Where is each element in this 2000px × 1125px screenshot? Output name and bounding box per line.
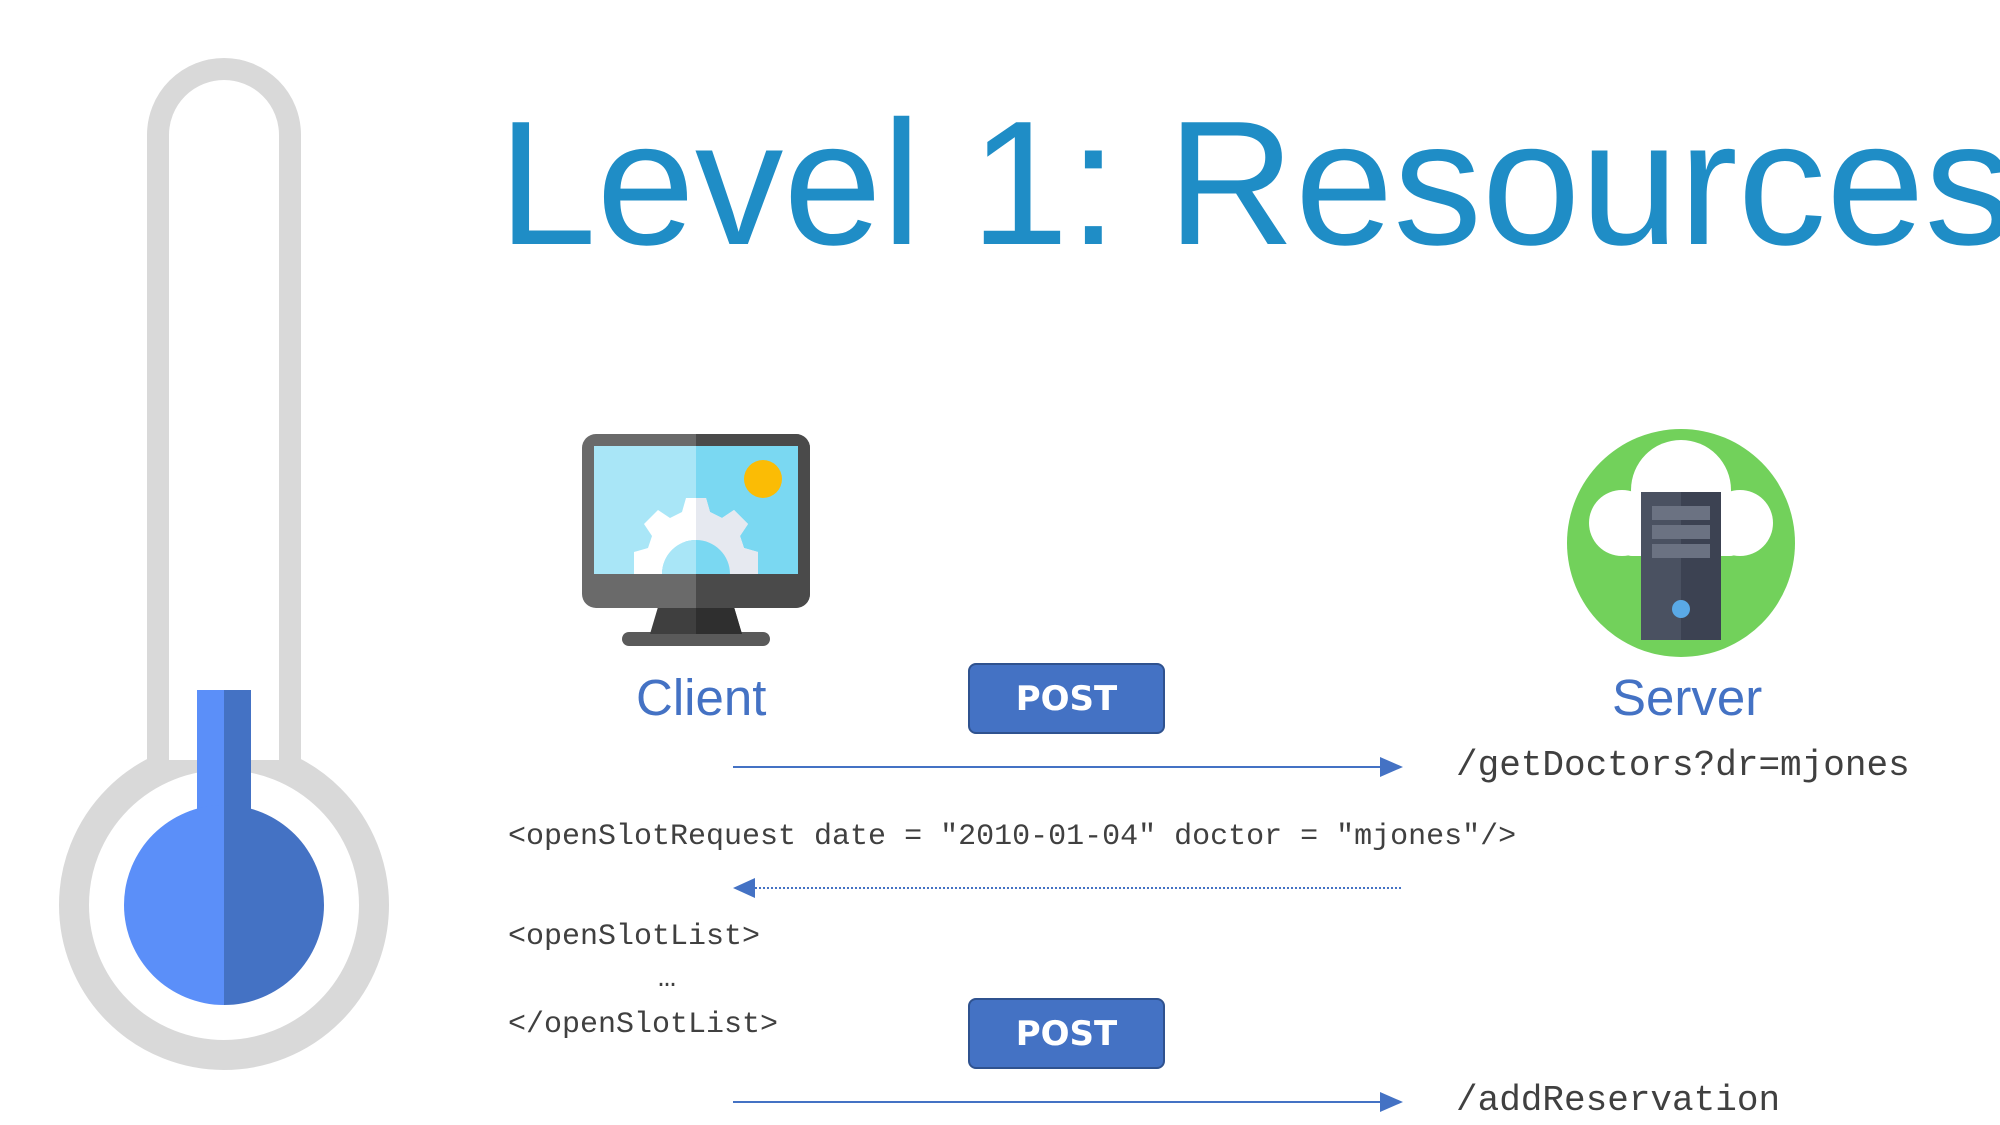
response-close-tag: </openSlotList> (508, 1008, 779, 1042)
request-body-code: <openSlotRequest date = "2010-01-04" doc… (508, 820, 1517, 854)
client-label: Client (636, 669, 767, 726)
cloud-server-icon (1567, 429, 1795, 657)
post-method-button[interactable]: POST (968, 663, 1165, 734)
monitor-gear-icon (582, 434, 810, 646)
request-path: /addReservation (1456, 1080, 1781, 1121)
request-path: /getDoctors?dr=mjones (1456, 745, 1910, 786)
post-method-button[interactable]: POST (968, 998, 1165, 1069)
server-label: Server (1612, 669, 1763, 726)
page-title: Level 1: Resources (498, 84, 2000, 282)
response-ellipsis: … (658, 962, 677, 996)
response-open-tag: <openSlotList> (508, 920, 761, 954)
